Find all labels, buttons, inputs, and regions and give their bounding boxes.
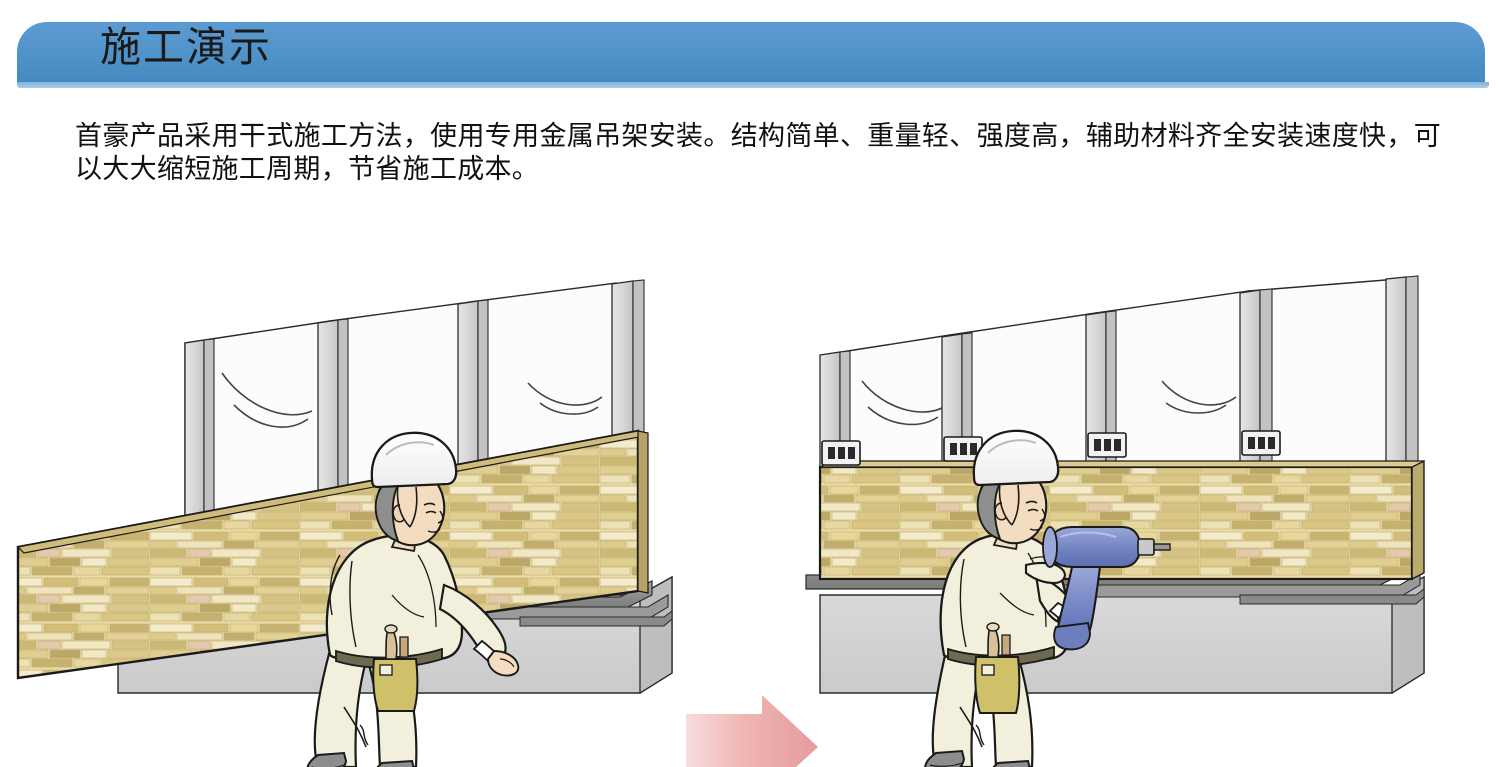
metal-bracket-icon	[1241, 430, 1281, 456]
page-title: 施工演示	[100, 23, 272, 71]
title-banner	[17, 22, 1485, 82]
installed-stone-wall	[818, 459, 1425, 581]
right-scene	[805, 275, 1425, 767]
worker-carrying	[306, 431, 520, 767]
metal-bracket-icon	[943, 436, 983, 462]
metal-brackets	[821, 430, 1281, 466]
metal-bracket-icon	[1087, 432, 1127, 458]
wall-panels-right	[821, 278, 1399, 478]
body-paragraph: 首豪产品采用干式施工方法，使用专用金属吊架安装。结构简单、重量轻、强度高，辅助材…	[75, 121, 1441, 185]
worker-drilling	[924, 429, 1171, 767]
title-banner-underline	[17, 82, 1489, 88]
process-arrow	[686, 695, 818, 767]
left-scene	[16, 279, 673, 767]
power-drill-icon	[1042, 525, 1171, 651]
metal-bracket-icon	[821, 440, 861, 466]
construction-illustration	[0, 255, 1499, 767]
